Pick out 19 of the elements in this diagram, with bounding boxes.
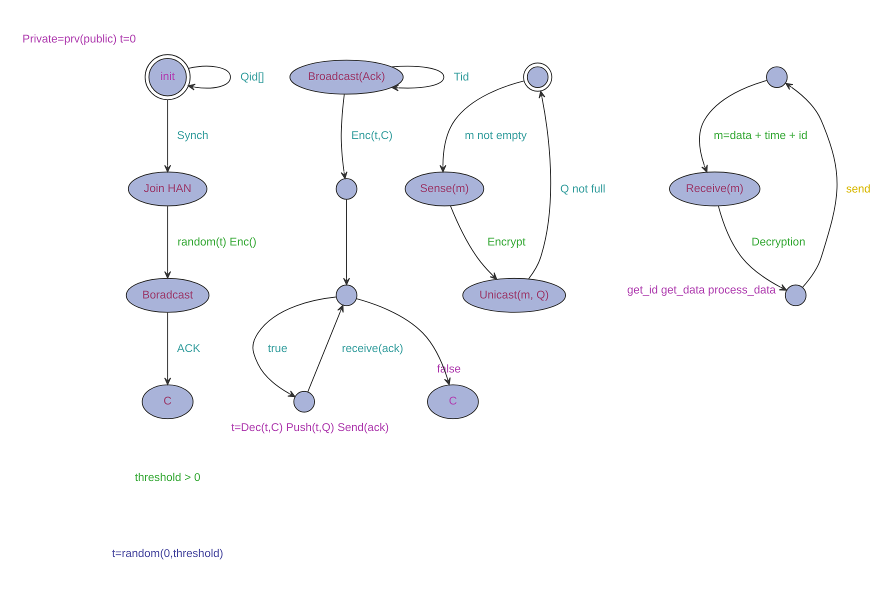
edge-label: random(t) Enc()	[178, 236, 257, 248]
edge-label: Encrypt	[487, 236, 526, 248]
edge-label: m not empty	[464, 130, 527, 142]
node-label: Private=prv(public) t=0	[22, 33, 136, 46]
edge-label: Tid	[454, 71, 469, 84]
node-label: t=Dec(t,C) Push(t,Q) Send(ack)	[231, 422, 389, 434]
edge-label: Decryption	[751, 236, 806, 248]
edge-label: send	[846, 182, 871, 195]
label: threshold > 0	[134, 471, 200, 484]
edge-label: Synch	[177, 130, 208, 142]
edge-label: Qid[]	[240, 71, 264, 84]
edge-label: ACK	[177, 342, 200, 354]
edge-label: Q not full	[560, 182, 606, 195]
edge-label: m=data + time + id	[714, 130, 808, 142]
label: t=random(0,threshold)	[112, 548, 224, 560]
edge-label: receive(ack)	[342, 342, 404, 354]
node-label: get_id get_data process_data	[627, 284, 776, 296]
edge-label: Enc(t,C)	[351, 130, 393, 142]
edge-label: true	[268, 342, 288, 354]
